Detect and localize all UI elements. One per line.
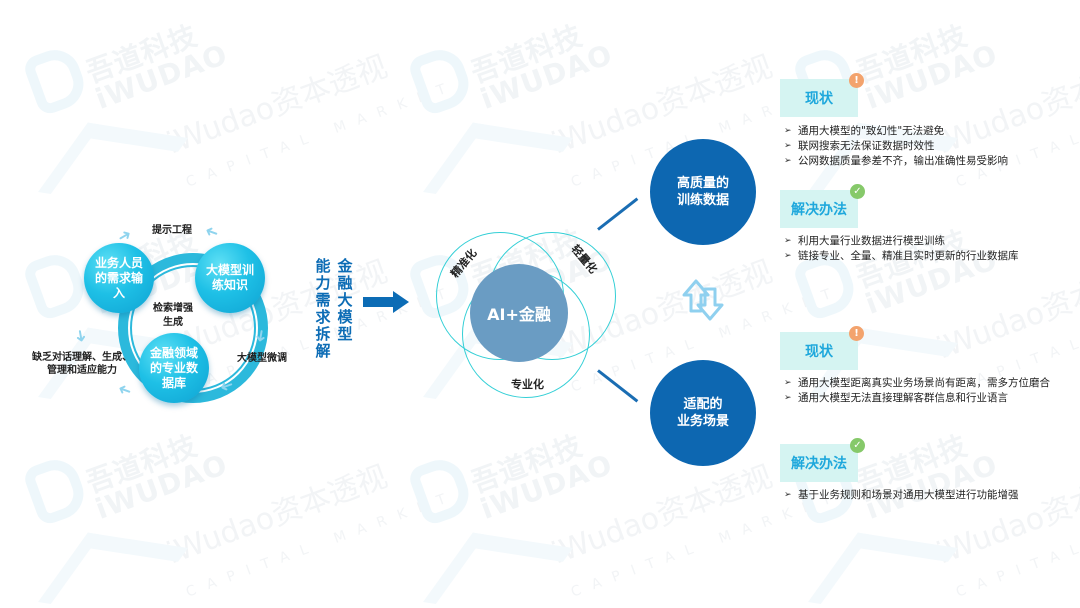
list-item: ➢基于业务规则和场景对通用大模型进行功能增强 bbox=[784, 489, 1019, 501]
bullet-arrow-icon: ➢ bbox=[784, 141, 792, 151]
connector-line bbox=[597, 197, 639, 231]
topic-training-data: 高质量的训练数据 bbox=[650, 139, 756, 245]
connector-line bbox=[597, 369, 639, 403]
label-rag: 检索增强生成 bbox=[153, 303, 193, 328]
list-item: ➢公网数据质量参差不齐，输出准确性易受影响 bbox=[784, 155, 1008, 167]
solution-label-2: 解决办法 bbox=[780, 444, 858, 482]
bullet-arrow-icon: ➢ bbox=[784, 393, 792, 403]
check-icon: ✓ bbox=[850, 184, 865, 199]
label-lacking-abilities: 缺乏对话理解、生成、 管理和适应能力 bbox=[32, 352, 132, 376]
bullet-arrow-icon: ➢ bbox=[784, 490, 792, 500]
core-ai-finance: AI+金融 bbox=[470, 264, 568, 362]
cycle-arrow-icon: ➜ bbox=[201, 221, 222, 244]
bullet-arrow-icon: ➢ bbox=[784, 378, 792, 388]
status-label-1: 现状 bbox=[780, 79, 858, 117]
list-item: ➢通用大模型的"致幻性"无法避免 bbox=[784, 125, 945, 137]
topic-business-scenario: 适配的业务场景 bbox=[650, 360, 756, 466]
solution-label-1: 解决办法 bbox=[780, 190, 858, 228]
swap-arrows-icon bbox=[682, 279, 724, 321]
list-item: ➢通用大模型距离真实业务场景尚有距离，需多方位磨合 bbox=[784, 377, 1050, 389]
tag-professional: 专业化 bbox=[511, 378, 544, 391]
bullet-arrow-icon: ➢ bbox=[784, 251, 792, 261]
list-item: ➢链接专业、全量、精准且实时更新的行业数据库 bbox=[784, 250, 1019, 262]
cycle-arrow-icon: ➜ bbox=[250, 327, 272, 345]
warning-icon: ! bbox=[849, 326, 864, 341]
cycle-arrow-icon: ➜ bbox=[70, 327, 92, 345]
node-finance-database: 金融领域的专业数据库 bbox=[139, 333, 209, 403]
bullet-arrow-icon: ➢ bbox=[784, 236, 792, 246]
solution-list-1: ➢利用大量行业数据进行模型训练 ➢链接专业、全量、精准且实时更新的行业数据库 bbox=[780, 234, 1070, 264]
list-item: ➢利用大量行业数据进行模型训练 bbox=[784, 235, 945, 247]
bullet-arrow-icon: ➢ bbox=[784, 126, 792, 136]
label-prompt-engineering: 提示工程 bbox=[152, 225, 192, 236]
solution-list-2: ➢基于业务规则和场景对通用大模型进行功能增强 bbox=[780, 488, 1070, 503]
status-list-2: ➢通用大模型距离真实业务场景尚有距离，需多方位磨合 ➢通用大模型无法直接理解客群… bbox=[780, 376, 1070, 406]
node-business-needs: 业务人员的需求输入 bbox=[84, 243, 154, 313]
list-item: ➢通用大模型无法直接理解客群信息和行业语言 bbox=[784, 392, 1008, 404]
vertical-title-col2: 金融大模型 bbox=[337, 257, 353, 343]
label-fine-tuning: 大模型微调 bbox=[237, 353, 287, 364]
bullet-arrow-icon: ➢ bbox=[784, 156, 792, 166]
warning-icon: ! bbox=[849, 73, 864, 88]
node-model-knowledge: 大模型训练知识 bbox=[195, 243, 265, 313]
status-list-1: ➢通用大模型的"致幻性"无法避免 ➢联网搜索无法保证数据时效性 ➢公网数据质量参… bbox=[780, 124, 1070, 169]
status-label-2: 现状 bbox=[780, 332, 858, 370]
vertical-title-col1: 能力需求拆解 bbox=[315, 257, 331, 360]
list-item: ➢联网搜索无法保证数据时效性 bbox=[784, 140, 935, 152]
cycle-arrow-icon: ➜ bbox=[114, 379, 135, 402]
check-icon: ✓ bbox=[850, 438, 865, 453]
right-arrow-icon bbox=[363, 291, 409, 313]
